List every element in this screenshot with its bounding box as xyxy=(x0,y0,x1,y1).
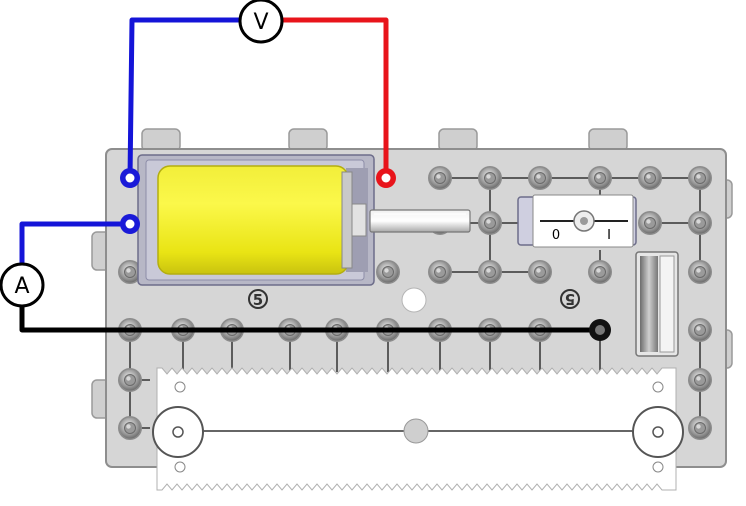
terminal-black xyxy=(589,319,611,341)
board-hole xyxy=(401,287,427,313)
switch-label-on: I xyxy=(607,228,611,243)
voltmeter-symbol: V xyxy=(238,0,284,44)
wire-voltmeter-negative xyxy=(127,17,240,179)
board-mark-right: 5 xyxy=(560,289,580,309)
wire-ammeter-negative xyxy=(19,221,130,264)
slide-contact xyxy=(635,251,679,357)
switch-label-off: 0 xyxy=(552,228,560,243)
ammeter-symbol: A xyxy=(0,262,45,308)
pulley-left xyxy=(152,406,204,458)
pulley-right xyxy=(632,406,684,458)
terminal-blue-mid xyxy=(120,214,140,234)
battery-cell xyxy=(157,165,367,275)
gear-rack xyxy=(156,367,677,491)
svg-text:5: 5 xyxy=(565,290,575,308)
terminal-blue-top xyxy=(120,168,140,188)
wire-voltmeter-positive xyxy=(282,17,389,178)
board-mark-left: 5 xyxy=(248,289,268,309)
plunger-rod xyxy=(369,209,471,233)
voltmeter-label: V xyxy=(253,10,268,35)
terminal-red xyxy=(376,168,396,188)
svg-text:5: 5 xyxy=(253,291,263,309)
toggle-switch[interactable]: 0 I xyxy=(517,194,637,248)
ammeter-label: A xyxy=(14,274,29,299)
wire-ammeter-return xyxy=(19,306,600,333)
